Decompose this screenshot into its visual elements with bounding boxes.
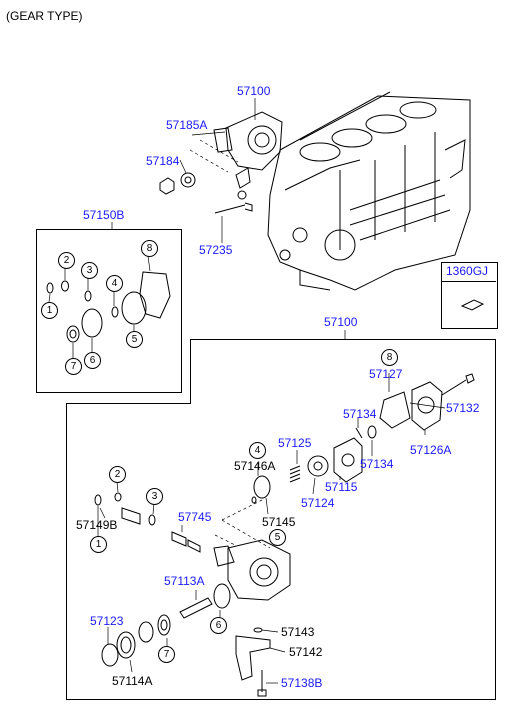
- box-bottom-edge: [66, 699, 496, 700]
- part-1360GJ-divider: [441, 281, 496, 282]
- callout-4-kit: 4: [106, 275, 123, 292]
- part-57745[interactable]: 57745: [178, 510, 212, 524]
- box-left-edge: [66, 403, 67, 699]
- kit-57150B-box: [36, 229, 182, 393]
- callout-5-box: 5: [269, 529, 286, 546]
- part-57145[interactable]: 57145: [262, 515, 296, 529]
- part-57146A[interactable]: 57146A: [234, 459, 276, 473]
- part-57114A[interactable]: 57114A: [112, 674, 153, 688]
- callout-6-box: 6: [210, 617, 227, 634]
- part-57124[interactable]: 57124: [301, 496, 335, 510]
- part-57123[interactable]: 57123: [90, 614, 124, 628]
- pump-exploded-parts: [94, 373, 475, 697]
- part-57143[interactable]: 57143: [281, 625, 315, 639]
- callout-8-kit: 8: [141, 240, 158, 257]
- box-top-edge-lower: [66, 403, 191, 404]
- part-57115[interactable]: 57115: [325, 480, 358, 494]
- top-pump-assembly: [159, 98, 283, 243]
- callout-6-kit: 6: [84, 352, 101, 369]
- part-57100-box[interactable]: 57100: [324, 315, 358, 329]
- part-57126A[interactable]: 57126A: [410, 443, 452, 457]
- callout-4-box: 4: [249, 442, 266, 459]
- callout-7-box: 7: [158, 646, 175, 663]
- callout-8-box: 8: [381, 349, 398, 366]
- callout-7-kit: 7: [65, 358, 82, 375]
- callout-1-box: 1: [90, 536, 107, 553]
- part-57235[interactable]: 57235: [199, 243, 233, 257]
- box-right-edge: [495, 339, 496, 699]
- box-step-vertical: [190, 339, 191, 403]
- callout-3-box: 3: [146, 488, 163, 505]
- part-57149B[interactable]: 57149B: [76, 518, 118, 532]
- engine-block: [267, 91, 471, 291]
- part-57113A[interactable]: 57113A: [164, 574, 205, 588]
- diagram-title: (GEAR TYPE): [6, 9, 83, 23]
- part-57132[interactable]: 57132: [446, 401, 480, 415]
- part-57184[interactable]: 57184: [146, 154, 180, 168]
- callout-2-box: 2: [109, 466, 126, 483]
- part-1360GJ-box: [441, 262, 498, 329]
- clip-1360GJ: [460, 299, 485, 311]
- part-57134-a[interactable]: 57134: [343, 407, 377, 421]
- callout-1-kit: 1: [41, 302, 58, 319]
- part-57100-top[interactable]: 57100: [237, 84, 271, 98]
- box-top-edge-upper: [190, 339, 496, 340]
- part-57125[interactable]: 57125: [278, 436, 312, 450]
- part-57185A[interactable]: 57185A: [166, 118, 208, 132]
- part-1360GJ[interactable]: 1360GJ: [446, 264, 489, 278]
- part-57142[interactable]: 57142: [289, 645, 323, 659]
- kit-57150B-parts: [46, 222, 171, 358]
- callout-3-kit: 3: [81, 262, 98, 279]
- part-57150B[interactable]: 57150B: [83, 208, 125, 222]
- part-57127[interactable]: 57127: [369, 367, 403, 381]
- callout-5-kit: 5: [126, 331, 143, 348]
- part-57138B[interactable]: 57138B: [281, 676, 323, 690]
- part-57134-b[interactable]: 57134: [360, 457, 394, 471]
- callout-2-kit: 2: [58, 252, 75, 269]
